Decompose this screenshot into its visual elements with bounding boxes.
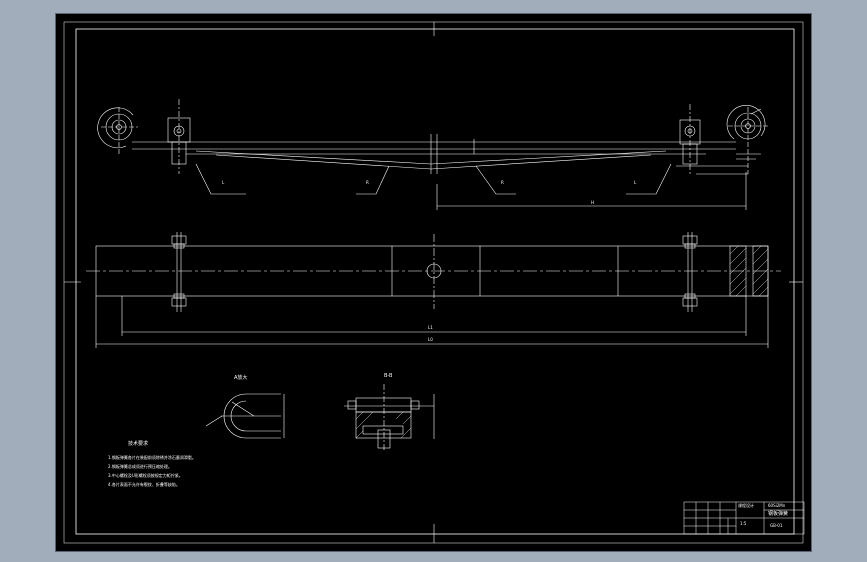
title-block-scale: 1:5 — [740, 521, 747, 526]
dim-total: L0 — [428, 337, 433, 342]
top-view — [86, 232, 781, 348]
note-line-3: 3.中心螺栓及U形螺栓须按规定力矩拧紧。 — [108, 473, 183, 478]
cad-viewport[interactable]: L R R L H L1 L0 A放大 B-B 技术要求 1.钢板弹簧各片在装配… — [55, 13, 812, 552]
note-line-2: 2.钢板弹簧总成须进行预压缩处理。 — [108, 464, 172, 469]
title-block-name: 钢板弹簧 — [768, 511, 789, 517]
detail-eye-label: A放大 — [234, 375, 248, 381]
right-ubolt-nut-top — [682, 235, 698, 245]
detail-eye-view — [205, 393, 285, 439]
front-view — [97, 99, 768, 210]
title-block-number: GB-01 — [770, 523, 783, 528]
left-ubolt-nut-bot — [171, 297, 187, 307]
note-line-4: 4.各片表面不允许有裂纹、折叠等缺陷。 — [108, 482, 180, 487]
right-ubolt-nut-bot — [682, 297, 698, 307]
left-ubolt-nut-top — [171, 235, 187, 245]
note-line-1: 1.钢板弹簧各片在装配前须除锈并涂石墨润滑脂。 — [108, 455, 196, 460]
inner-frame — [75, 28, 795, 535]
label-center-left: R — [366, 180, 369, 185]
title-block-material: 60Si2Mn — [768, 503, 786, 508]
title-block — [683, 501, 805, 535]
left-eye-wrap — [97, 107, 134, 149]
dim-span: L1 — [428, 325, 433, 330]
title-block-school: 课程设计 — [738, 503, 754, 508]
engineering-drawing — [63, 21, 805, 544]
notes-heading: 技术要求 — [128, 441, 149, 447]
dim-half: H — [591, 200, 595, 205]
detail-section-view — [344, 384, 435, 452]
label-leaf-left: L — [222, 180, 225, 185]
outer-frame — [63, 21, 804, 544]
label-leaf-right: L — [634, 180, 637, 185]
label-center-right: R — [501, 180, 504, 185]
detail-section-label: B-B — [384, 373, 393, 379]
right-eye-wrap — [726, 104, 766, 140]
